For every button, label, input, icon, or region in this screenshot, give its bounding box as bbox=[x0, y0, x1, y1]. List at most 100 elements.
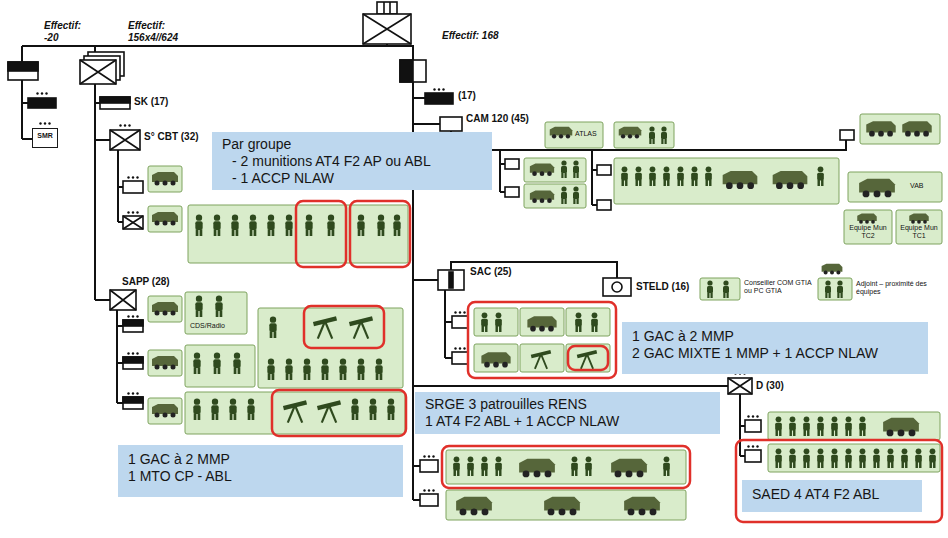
soldier-icon bbox=[357, 358, 364, 380]
vehicle-icon bbox=[152, 212, 178, 226]
unit-label: SAC (25) bbox=[470, 266, 512, 278]
unit-symbol bbox=[123, 216, 143, 229]
soldier-icon bbox=[269, 316, 276, 338]
soldier-icon bbox=[789, 448, 796, 468]
team-panel bbox=[566, 344, 610, 372]
unit-label: STELD (16) bbox=[636, 281, 689, 293]
soldier-icon bbox=[887, 448, 894, 468]
team-panel bbox=[148, 350, 182, 376]
soldier-icon bbox=[817, 416, 824, 436]
soldier-icon bbox=[481, 312, 488, 332]
unit-symbol bbox=[123, 397, 143, 403]
soldier-icon bbox=[825, 280, 831, 298]
org-lines bbox=[22, 44, 846, 500]
team-panel bbox=[848, 172, 942, 202]
soldier-icon bbox=[817, 448, 824, 468]
soldier-icon bbox=[231, 214, 238, 236]
soldier-icon bbox=[351, 398, 358, 420]
soldier-icon bbox=[803, 448, 810, 468]
team-panel bbox=[185, 345, 255, 387]
echelon-dots bbox=[127, 392, 138, 394]
callout-text: - 2 munitions AT4 F2 AP ou ABL bbox=[222, 153, 482, 170]
vehicle-icon bbox=[530, 190, 554, 203]
echelon-dots bbox=[119, 124, 130, 126]
callout-box: SRGE 3 patrouilles RENS1 AT4 F2 ABL + 1 … bbox=[415, 392, 720, 434]
vehicle-label: VAB bbox=[910, 182, 924, 190]
callout-text: 1 AT4 F2 ABL + 1 ACCP NLAW bbox=[425, 413, 710, 430]
unit-name: SMR bbox=[34, 132, 56, 140]
unit-symbol bbox=[363, 14, 411, 44]
soldier-icon bbox=[495, 456, 502, 476]
unit-symbol bbox=[728, 378, 752, 394]
echelon-dots bbox=[36, 92, 47, 94]
vehicle-icon bbox=[902, 121, 931, 136]
unit-symbol bbox=[8, 62, 38, 71]
team-panel bbox=[844, 210, 892, 244]
unit-symbol bbox=[123, 397, 143, 409]
soldier-icon bbox=[635, 166, 642, 186]
highlight-frame bbox=[296, 201, 346, 267]
soldier-icon bbox=[339, 358, 346, 380]
soldier-icon bbox=[707, 280, 713, 298]
callout-text: 1 GAC à 2 MMP bbox=[632, 328, 918, 345]
vehicle-icon bbox=[624, 497, 660, 516]
team-panel bbox=[185, 292, 247, 334]
unit-symbol bbox=[110, 130, 140, 150]
unit-symbol bbox=[400, 60, 426, 82]
team-panel bbox=[474, 308, 518, 336]
soldier-icon bbox=[285, 358, 292, 380]
soldier-icon bbox=[663, 456, 670, 476]
unit-symbol bbox=[452, 352, 468, 364]
org-lines bbox=[22, 46, 32, 139]
unit-symbol bbox=[110, 130, 140, 150]
soldier-icon bbox=[303, 358, 310, 380]
team-panel bbox=[474, 344, 518, 372]
soldier-icon bbox=[817, 166, 824, 186]
team-panel bbox=[188, 205, 408, 263]
soldier-icon bbox=[859, 416, 866, 436]
team-panel bbox=[896, 210, 942, 244]
team-panel bbox=[818, 278, 852, 300]
unit-symbol bbox=[400, 60, 413, 82]
unit-symbol bbox=[123, 216, 143, 229]
role-label: Conseiller COM GTIA ou PC GTIA bbox=[744, 279, 814, 295]
soldier-icon bbox=[573, 186, 579, 204]
soldier-icon bbox=[723, 280, 729, 298]
soldier-icon bbox=[321, 358, 328, 380]
soldier-icon bbox=[831, 448, 838, 468]
unit-label: SK (17) bbox=[134, 96, 168, 108]
vehicle-icon bbox=[866, 121, 895, 136]
soldier-icon bbox=[327, 214, 334, 236]
highlight-frame bbox=[350, 201, 410, 267]
vehicle-icon bbox=[550, 127, 573, 139]
team-panel bbox=[614, 122, 674, 148]
soldier-icon bbox=[585, 456, 592, 476]
soldier-icon bbox=[195, 214, 202, 236]
callout-text: SRGE 3 patrouilles RENS bbox=[425, 396, 710, 413]
soldier-icon bbox=[649, 166, 656, 186]
soldier-icon bbox=[267, 358, 274, 380]
callout-text: 2 GAC MIXTE 1 MMP + 1 ACCP NLAW bbox=[632, 345, 918, 362]
unit-symbol bbox=[123, 357, 143, 369]
launcher-icon bbox=[531, 352, 551, 369]
soldier-icon bbox=[591, 312, 598, 332]
launcher-icon bbox=[283, 402, 306, 422]
unit-box: SMR bbox=[32, 128, 58, 148]
soldier-icon bbox=[789, 416, 796, 436]
vehicle-icon bbox=[619, 127, 642, 139]
team-panel bbox=[524, 184, 586, 208]
unit-symbol bbox=[438, 270, 464, 290]
launcher-icon bbox=[317, 402, 340, 422]
vehicle-icon bbox=[152, 356, 178, 370]
unit-label: S° CBT (32) bbox=[144, 131, 199, 143]
soldier-icon bbox=[285, 214, 292, 236]
soldier-icon bbox=[193, 126, 936, 476]
team-panel bbox=[185, 392, 405, 434]
unit-symbol bbox=[728, 378, 752, 394]
unit-symbol bbox=[384, 2, 390, 14]
unit-symbol bbox=[100, 97, 130, 103]
unit-symbol bbox=[840, 130, 854, 140]
soldier-icon bbox=[845, 448, 852, 468]
unit-symbol bbox=[745, 420, 761, 432]
soldier-icon bbox=[233, 352, 240, 374]
